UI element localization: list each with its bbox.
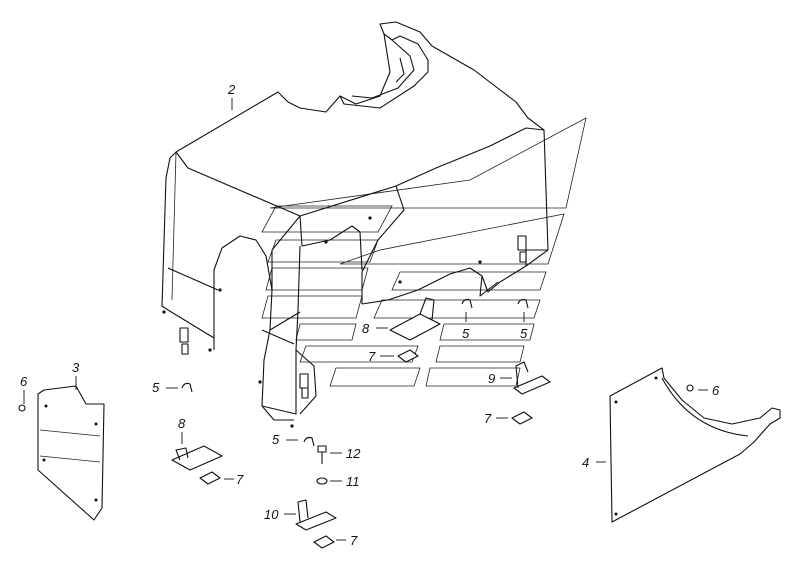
callout-7-b: 7: [236, 472, 244, 487]
part-8-bracket-upper: [389, 297, 441, 341]
leader-lines: [23, 98, 708, 541]
callout-5-c: 5: [462, 326, 470, 341]
part-10-bracket: [295, 499, 337, 531]
part-7-plate-b: [199, 471, 221, 485]
part-5-clip-d: [517, 298, 529, 309]
callout-2: 2: [227, 82, 236, 97]
part-8-bracket-lower: [171, 445, 223, 471]
callout-6-left: 6: [20, 374, 28, 389]
callout-6-right: 6: [712, 383, 720, 398]
callout-9: 9: [488, 371, 495, 386]
part-9-bracket: [513, 361, 551, 395]
callout-5-b: 5: [272, 432, 280, 447]
callout-4: 4: [582, 455, 589, 470]
part-3-left-mudflap: [37, 385, 105, 521]
part-4-right-mudflap: [609, 367, 781, 523]
callout-7-a: 7: [368, 349, 376, 364]
callout-10: 10: [264, 507, 279, 522]
callout-5-a: 5: [152, 380, 160, 395]
part-7-plate-c: [511, 411, 533, 425]
part-5-clip-b: [303, 436, 315, 447]
part-7-plate-d: [313, 535, 335, 549]
callout-12: 12: [346, 446, 361, 461]
part-6-nut-right: [686, 384, 694, 392]
watermark-logo: [261, 117, 587, 387]
callout-3: 3: [72, 360, 80, 375]
part-6-nut-left: [18, 404, 26, 412]
part-2-engine-cover: [161, 21, 549, 428]
callout-11: 11: [346, 474, 360, 489]
part-12-bolt: [317, 445, 327, 464]
part-11-washer: [316, 477, 328, 485]
callout-7-c: 7: [484, 411, 492, 426]
callout-5-d: 5: [520, 326, 528, 341]
callout-7-d: 7: [350, 533, 358, 548]
callout-8-lower: 8: [178, 416, 186, 431]
part-5-clip-a: [181, 382, 193, 393]
part-7-plate-a: [397, 349, 419, 363]
callout-8-upper: 8: [362, 321, 370, 336]
part-5-clip-c: [461, 298, 473, 309]
